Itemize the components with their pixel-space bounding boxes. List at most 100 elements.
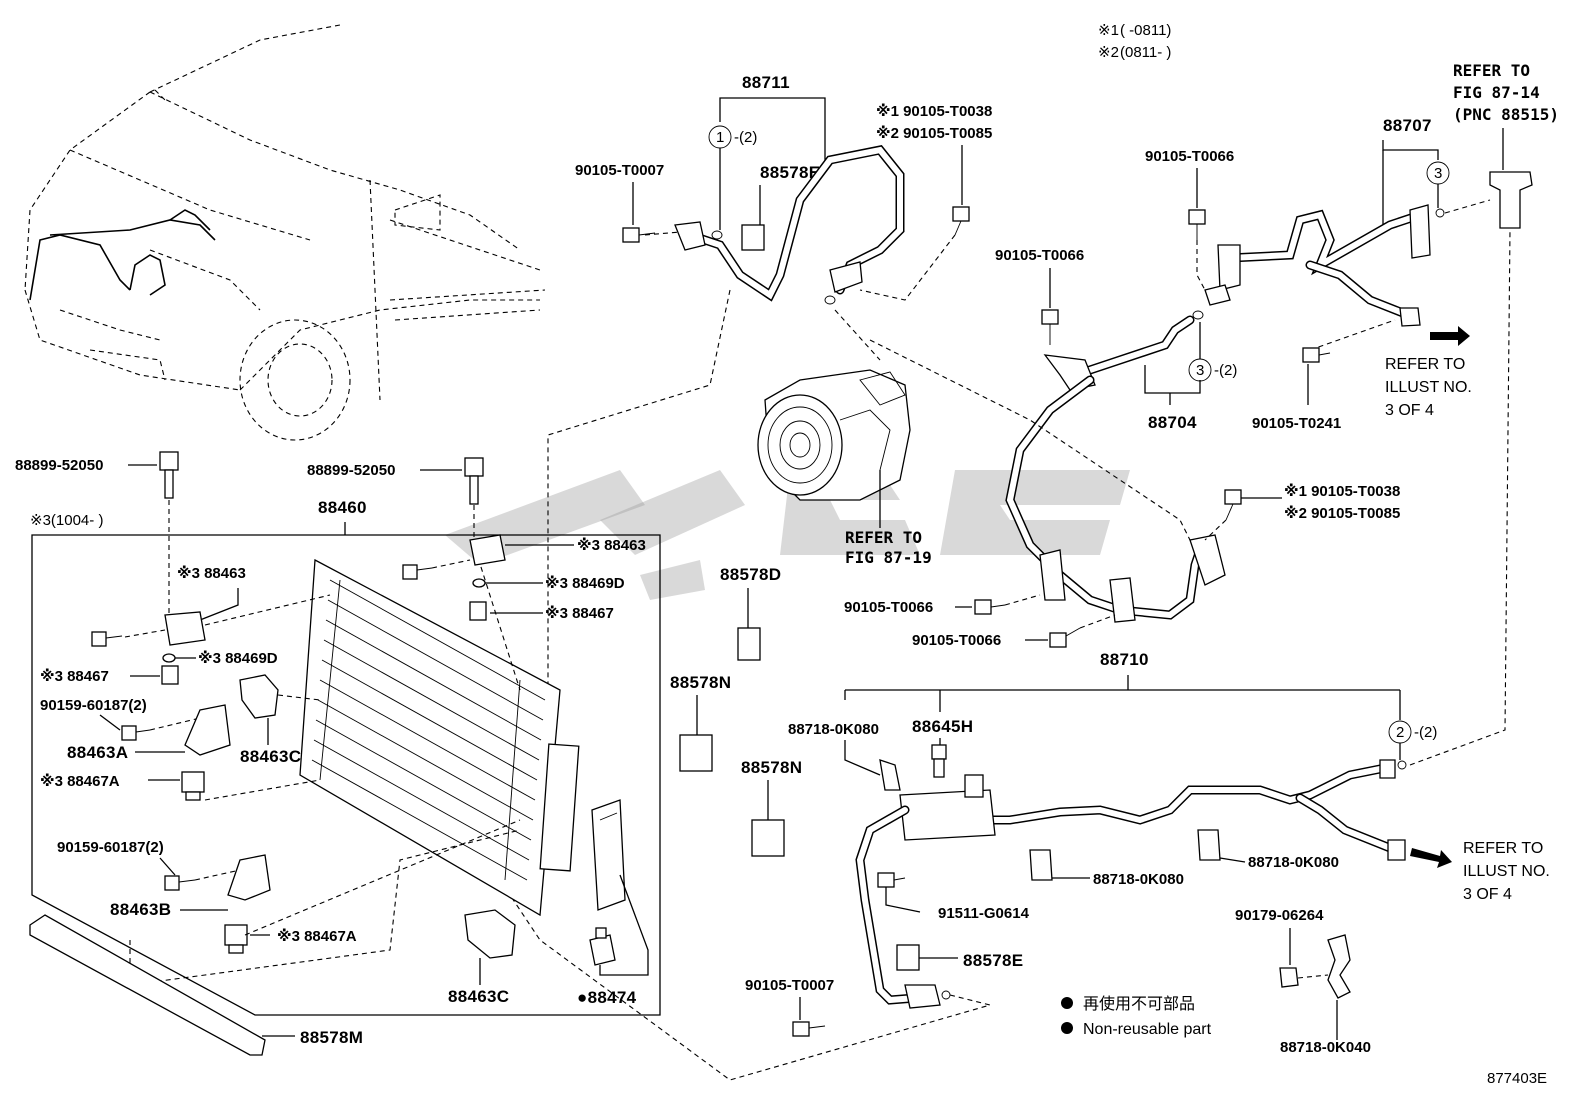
label-88467-b[interactable]: ※3 88467 bbox=[40, 667, 109, 685]
bolt-90105-T0066-b[interactable] bbox=[1041, 309, 1059, 345]
pad-88578E-low[interactable] bbox=[896, 944, 920, 971]
clamp-88718-0K080-a[interactable] bbox=[879, 759, 901, 791]
label-88463-b[interactable]: ※3 88463 bbox=[577, 536, 646, 554]
label-88578N-a[interactable]: 88578N bbox=[670, 673, 731, 692]
label-90105-T0085-top[interactable]: ※2 90105-T0085 bbox=[876, 124, 992, 142]
ref-fig87-19-line2[interactable]: FIG 87-19 bbox=[845, 548, 932, 567]
bolt-90105-T0007-top[interactable] bbox=[622, 227, 656, 243]
bolt-90105-T0066-c[interactable] bbox=[974, 599, 1006, 615]
label-88899-52050-a[interactable]: 88899-52050 bbox=[15, 457, 103, 474]
label-88710[interactable]: 88710 bbox=[1100, 650, 1149, 669]
ref-illust-a-line2[interactable]: ILLUST NO. bbox=[1385, 379, 1472, 396]
label-90105-T0007-top[interactable]: 90105-T0007 bbox=[575, 162, 664, 179]
expansion-valve-88515[interactable] bbox=[1489, 171, 1533, 229]
label-90159-60187-b[interactable]: 90159-60187(2) bbox=[57, 839, 164, 856]
bolt-90105-T0066-d[interactable] bbox=[1049, 627, 1081, 648]
bracket-88463B[interactable] bbox=[227, 854, 271, 901]
condenser-88460[interactable] bbox=[299, 558, 580, 917]
bolt-88899-52050-a[interactable] bbox=[159, 451, 179, 499]
label-88463-a[interactable]: ※3 88463 bbox=[177, 564, 246, 582]
spacer-88469D-b[interactable] bbox=[162, 653, 176, 663]
label-90179-06264[interactable]: 90179-06264 bbox=[1235, 907, 1324, 924]
bolt-88463-b[interactable] bbox=[402, 564, 433, 580]
bolt-90105-T0241[interactable] bbox=[1302, 347, 1331, 363]
label-88469D-a[interactable]: ※3 88469D bbox=[545, 574, 625, 592]
spacer-88469D-a[interactable] bbox=[472, 578, 486, 588]
label-88711[interactable]: 88711 bbox=[742, 73, 790, 92]
cushion-88467A-a[interactable] bbox=[181, 771, 205, 801]
bolt-90159-60187-a[interactable] bbox=[121, 725, 151, 741]
bolt-90105-T0066-a[interactable] bbox=[1188, 209, 1206, 240]
pad-88578N-a[interactable] bbox=[679, 734, 713, 772]
label-88718-0K080-b[interactable]: 88718-0K080 bbox=[1093, 871, 1184, 888]
clamp-88718-0K080-c[interactable] bbox=[1197, 829, 1221, 861]
label-88469D-b[interactable]: ※3 88469D bbox=[198, 649, 278, 667]
circle-ref-3b[interactable]: 3 bbox=[1196, 362, 1204, 379]
seal-88474[interactable] bbox=[591, 799, 626, 911]
pad-88578N-b[interactable] bbox=[751, 819, 785, 857]
label-88645H[interactable]: 88645H bbox=[912, 717, 973, 736]
circle-ref-2[interactable]: 2 bbox=[1396, 724, 1404, 741]
label-90105-T0066-b[interactable]: 90105-T0066 bbox=[995, 247, 1084, 264]
label-91511-G0614[interactable]: 91511-G0614 bbox=[938, 905, 1030, 922]
bolt-90105-T0038-mid[interactable] bbox=[1224, 489, 1242, 521]
ref-fig87-14-line3[interactable]: (PNC 88515) bbox=[1453, 105, 1559, 124]
label-90159-60187-a[interactable]: 90159-60187(2) bbox=[40, 697, 147, 714]
label-90105-T0066-d[interactable]: 90105-T0066 bbox=[912, 632, 1001, 649]
label-88578N-b[interactable]: 88578N bbox=[741, 758, 802, 777]
label-88718-0K080-c[interactable]: 88718-0K080 bbox=[1248, 854, 1339, 871]
label-88463B[interactable]: 88463B bbox=[110, 900, 171, 919]
ref-illust-b-line1[interactable]: REFER TO bbox=[1463, 840, 1543, 857]
pad-88578D[interactable] bbox=[737, 627, 761, 661]
bracket-88718-0K040[interactable] bbox=[1327, 934, 1351, 999]
nut-90179-06264[interactable] bbox=[1279, 967, 1299, 988]
circle-ref-3a[interactable]: 3 bbox=[1434, 165, 1442, 182]
label-88899-52050-b[interactable]: 88899-52050 bbox=[307, 462, 395, 479]
label-90105-T0066-a[interactable]: 90105-T0066 bbox=[1145, 148, 1234, 165]
label-88463A[interactable]: 88463A bbox=[67, 743, 128, 762]
compressor[interactable] bbox=[757, 369, 911, 528]
label-88578M[interactable]: 88578M bbox=[300, 1028, 363, 1047]
label-90105-T0038-mid[interactable]: ※1 90105-T0038 bbox=[1284, 482, 1400, 500]
ref-illust-b-line2[interactable]: ILLUST NO. bbox=[1463, 863, 1550, 880]
label-88578E-low[interactable]: 88578E bbox=[963, 951, 1023, 970]
cushion-88467-b[interactable] bbox=[161, 665, 179, 685]
cushion-88467-a[interactable] bbox=[469, 601, 487, 621]
label-88467-a[interactable]: ※3 88467 bbox=[545, 604, 614, 622]
ref-fig87-19-line1[interactable]: REFER TO bbox=[845, 528, 922, 547]
bracket-88463-a[interactable] bbox=[164, 611, 206, 646]
cushion-88467A-b[interactable] bbox=[224, 924, 248, 954]
label-88578D[interactable]: 88578D bbox=[720, 565, 781, 584]
label-90105-T0066-c[interactable]: 90105-T0066 bbox=[844, 599, 933, 616]
label-90105-T0085-mid[interactable]: ※2 90105-T0085 bbox=[1284, 504, 1400, 522]
label-88718-0K040[interactable]: 88718-0K040 bbox=[1280, 1039, 1371, 1056]
circle-ref-1[interactable]: 1 bbox=[716, 129, 724, 146]
label-88460[interactable]: 88460 bbox=[318, 498, 367, 517]
bolt-88899-52050-b[interactable] bbox=[464, 457, 484, 505]
bracket-88463-b[interactable] bbox=[469, 534, 506, 566]
bolt-90159-60187-b[interactable] bbox=[164, 875, 196, 891]
ref-fig87-14-line1[interactable]: REFER TO bbox=[1453, 61, 1530, 80]
bracket-88463C-a[interactable] bbox=[239, 674, 279, 719]
bracket-88463A[interactable] bbox=[184, 704, 231, 756]
label-88707[interactable]: 88707 bbox=[1383, 116, 1432, 135]
switch-88645H[interactable] bbox=[931, 744, 947, 778]
bolt-88463-a[interactable] bbox=[91, 631, 123, 647]
label-88578E-top[interactable]: 88578E bbox=[760, 163, 820, 182]
clamp-88718-0K080-b[interactable] bbox=[1029, 849, 1053, 881]
clip-88474[interactable] bbox=[589, 927, 616, 966]
label-88474[interactable]: ●88474 bbox=[577, 988, 637, 1007]
bolt-90105-T0007-low[interactable] bbox=[792, 1021, 826, 1037]
ref-fig87-14-line2[interactable]: FIG 87-14 bbox=[1453, 83, 1540, 102]
label-88718-0K080-a[interactable]: 88718-0K080 bbox=[788, 721, 879, 738]
label-88463C-a[interactable]: 88463C bbox=[240, 747, 301, 766]
receiver-block[interactable] bbox=[899, 789, 996, 841]
label-88467A-b[interactable]: ※3 88467A bbox=[277, 927, 357, 945]
label-88704[interactable]: 88704 bbox=[1148, 413, 1197, 432]
label-90105-T0038-top[interactable]: ※1 90105-T0038 bbox=[876, 102, 992, 120]
strip-88578M[interactable] bbox=[29, 914, 266, 1056]
bolt-90105-T0038-top[interactable] bbox=[952, 206, 970, 236]
label-90105-T0007-low[interactable]: 90105-T0007 bbox=[745, 977, 834, 994]
pad-88578E-top[interactable] bbox=[741, 224, 765, 251]
ref-illust-b-line3[interactable]: 3 OF 4 bbox=[1463, 886, 1512, 903]
